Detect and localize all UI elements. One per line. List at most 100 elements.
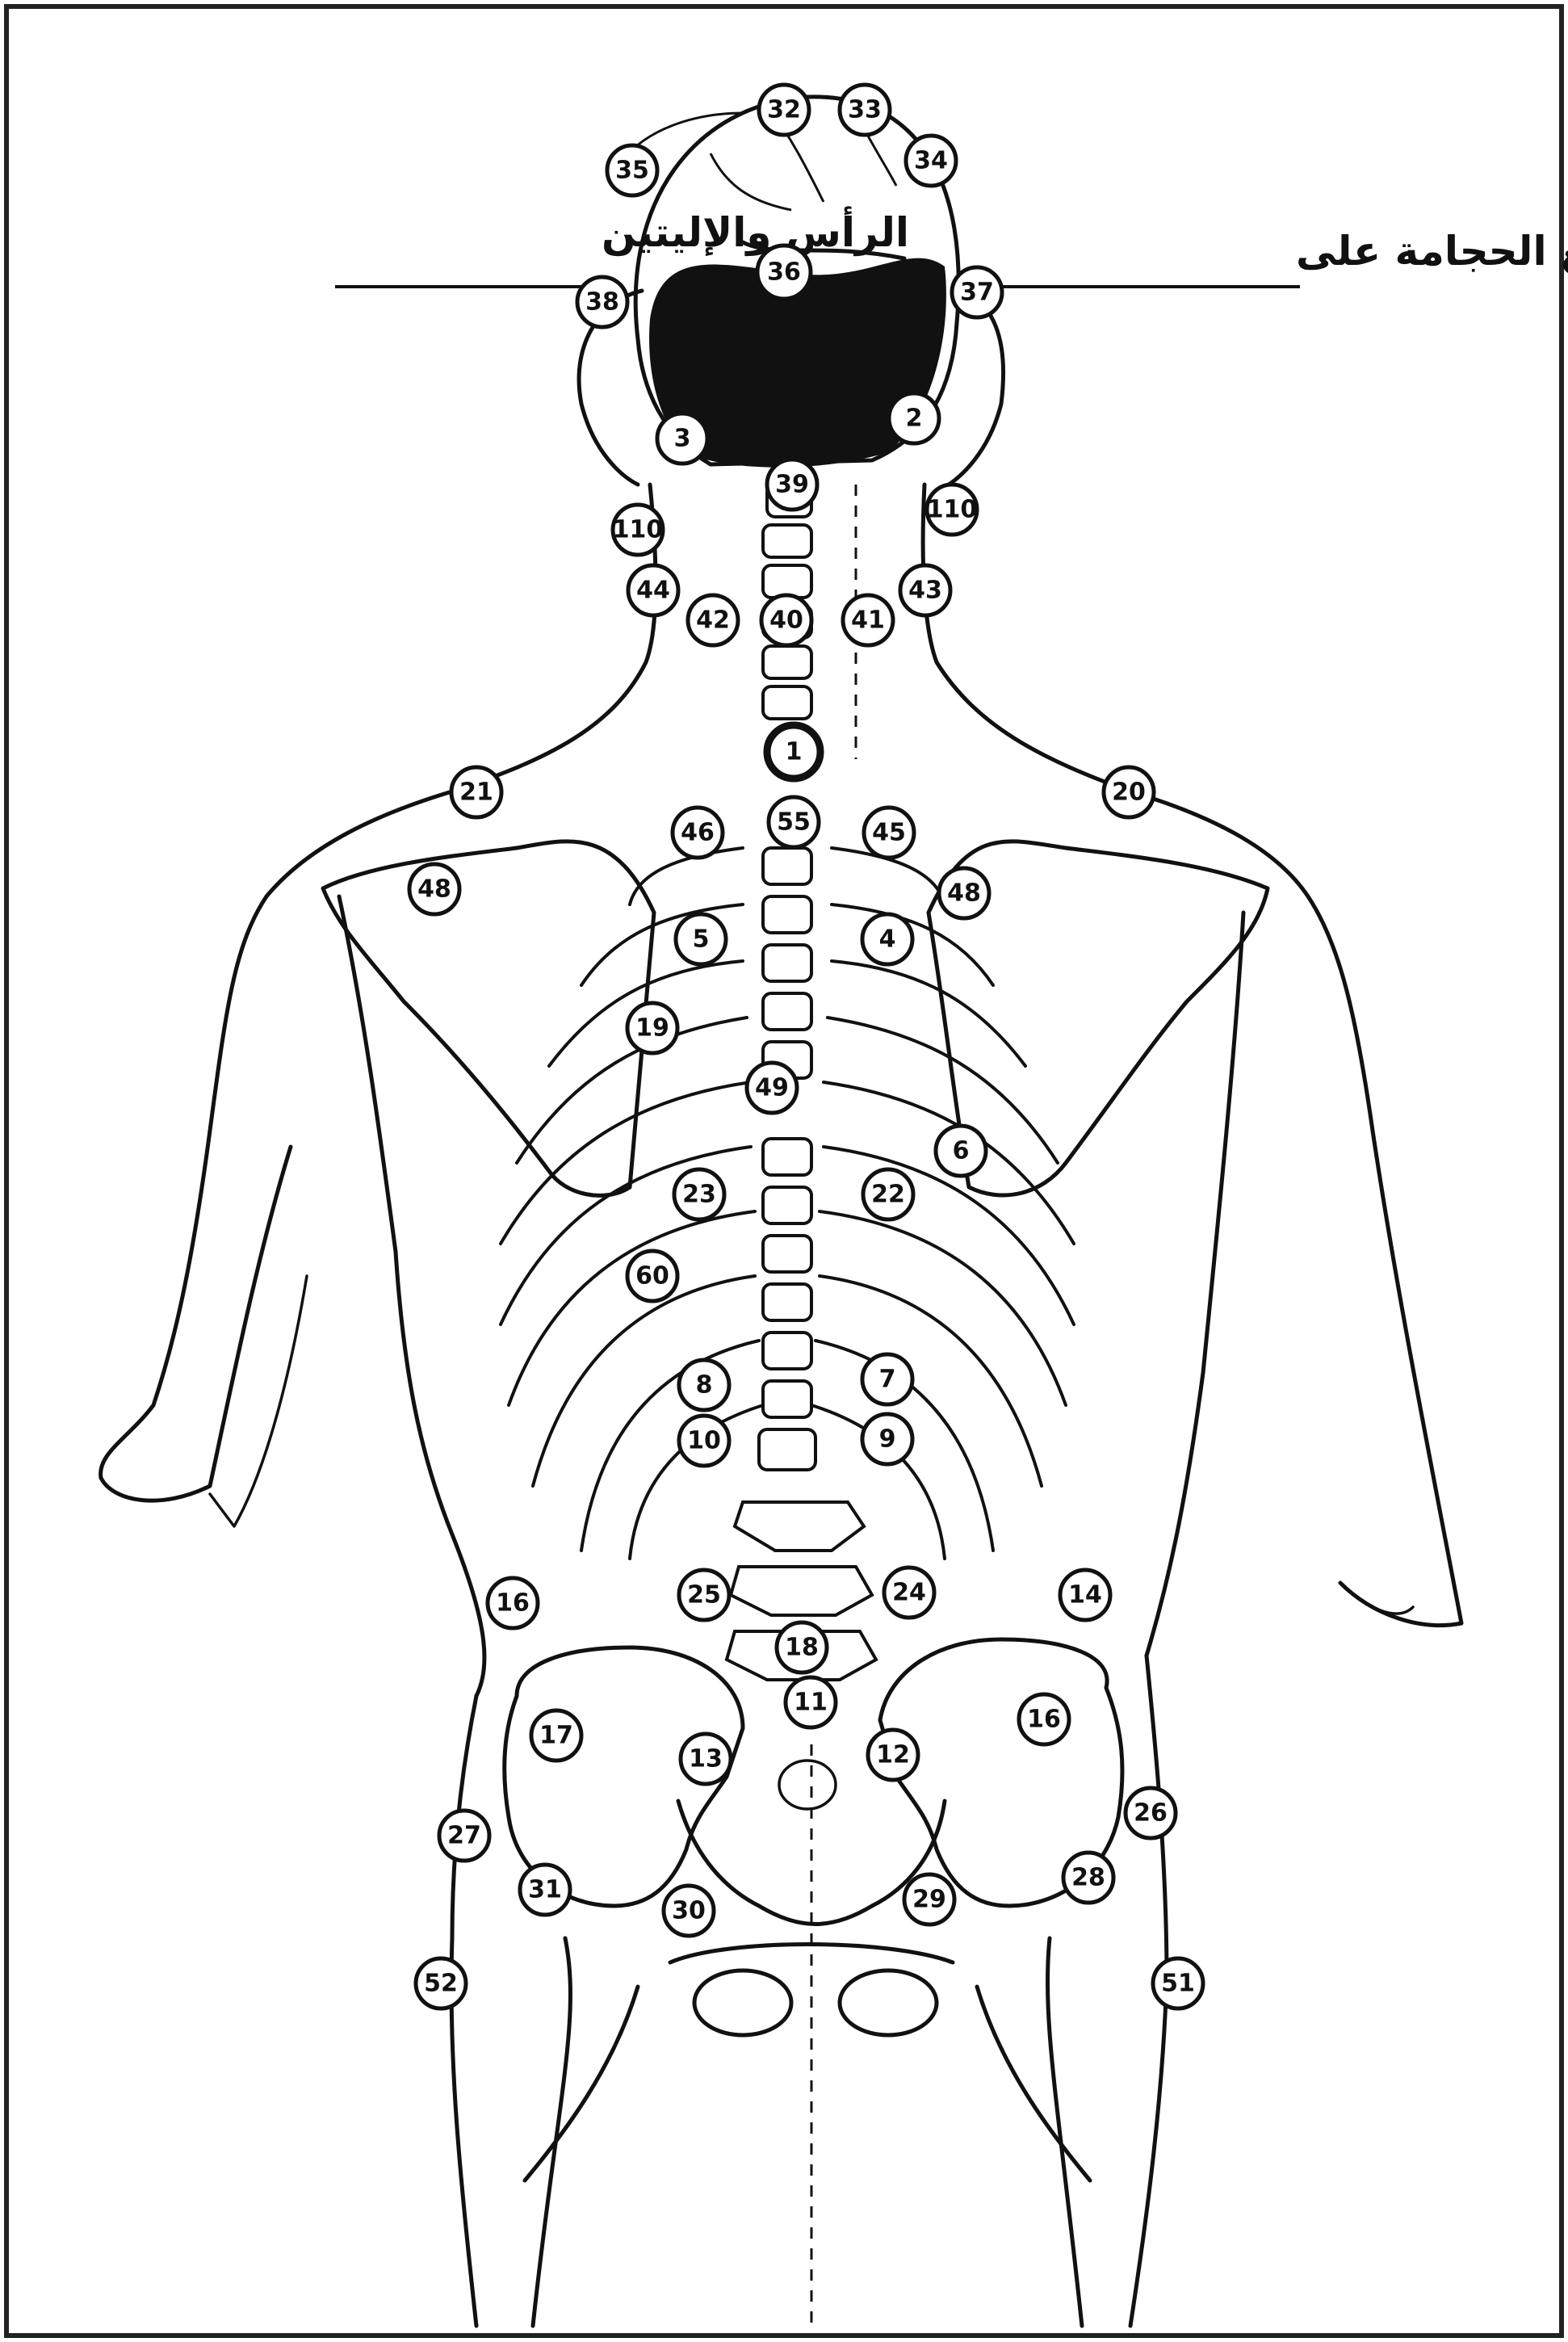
point-label-51: 51 [1161,1970,1195,1998]
point-marker-3: 3 [657,413,707,464]
point-marker-110-right: 110 [927,485,978,535]
point-label-52: 52 [424,1970,458,1998]
point-label-45: 45 [872,819,906,847]
point-marker-11: 11 [786,1677,836,1727]
point-marker-1: 1 [767,725,820,779]
point-marker-32: 32 [759,85,809,135]
point-marker-16-right: 16 [1019,1694,1069,1744]
point-marker-13: 13 [681,1734,731,1784]
point-marker-24: 24 [884,1568,934,1618]
point-label-21: 21 [459,779,493,807]
point-label-7: 7 [879,1366,896,1394]
point-label-48-left: 48 [417,875,451,904]
point-label-16-right: 16 [1027,1706,1061,1734]
point-label-8: 8 [696,1371,713,1400]
point-label-55: 55 [777,808,811,837]
point-marker-48-left: 48 [409,864,459,914]
point-label-12: 12 [876,1741,910,1769]
point-label-49: 49 [755,1074,789,1102]
point-label-17: 17 [539,1722,573,1750]
point-marker-21: 21 [451,767,501,817]
point-marker-12: 12 [868,1730,918,1780]
point-label-35: 35 [615,157,649,185]
point-label-11: 11 [794,1689,828,1717]
point-label-3: 3 [674,425,691,453]
point-label-60: 60 [635,1262,669,1291]
point-label-32: 32 [767,96,801,124]
point-label-33: 33 [848,96,882,124]
point-label-13: 13 [689,1745,723,1773]
point-marker-9: 9 [862,1414,912,1464]
point-label-27: 27 [447,1822,481,1850]
point-marker-46: 46 [673,808,723,858]
point-label-23: 23 [682,1181,716,1209]
point-marker-36: 36 [757,246,811,299]
point-label-110-left: 110 [613,516,664,544]
point-label-30: 30 [672,1897,706,1925]
point-label-18: 18 [785,1634,819,1662]
point-label-39: 39 [775,471,809,499]
point-marker-41: 41 [843,595,893,645]
point-marker-55: 55 [769,797,819,847]
point-label-2: 2 [906,405,923,433]
point-marker-39: 39 [767,460,817,510]
point-marker-17: 17 [531,1710,581,1761]
point-marker-2: 2 [889,393,939,443]
point-marker-6: 6 [936,1126,986,1176]
point-label-5: 5 [693,925,710,954]
point-marker-35: 35 [607,145,657,195]
point-label-19: 19 [635,1014,669,1043]
point-label-38: 38 [585,288,619,317]
point-marker-38: 38 [577,277,627,327]
point-label-4: 4 [879,925,896,954]
point-marker-19: 19 [627,1003,677,1053]
point-marker-27: 27 [439,1811,489,1861]
point-marker-20: 20 [1104,767,1154,817]
point-label-44: 44 [636,577,670,605]
point-marker-30: 30 [664,1886,714,1936]
point-marker-37: 37 [952,267,1002,317]
pelvis [505,1639,1122,2326]
point-marker-45: 45 [864,808,914,858]
point-marker-31: 31 [520,1865,570,1915]
point-label-40: 40 [769,606,803,635]
point-label-29: 29 [912,1886,946,1914]
point-label-48-right: 48 [947,879,981,908]
point-marker-4: 4 [862,914,912,964]
point-marker-110-left: 110 [613,505,664,555]
point-label-43: 43 [908,577,942,605]
point-marker-33: 33 [840,85,890,135]
point-marker-28: 28 [1063,1853,1113,1903]
point-marker-23: 23 [674,1169,724,1219]
point-label-46: 46 [681,819,715,847]
title-right-text: مواضع الحجامة على [1296,228,1568,275]
point-marker-14: 14 [1060,1570,1110,1620]
point-marker-5: 5 [676,914,726,964]
point-marker-34: 34 [906,136,956,186]
point-marker-18: 18 [777,1622,827,1673]
point-marker-48-right: 48 [939,868,989,918]
point-marker-29: 29 [904,1874,954,1924]
point-marker-25: 25 [679,1570,729,1620]
point-marker-10: 10 [679,1416,729,1466]
point-label-16-left: 16 [496,1589,530,1618]
point-marker-26: 26 [1126,1788,1176,1838]
point-label-28: 28 [1071,1864,1105,1892]
point-marker-7: 7 [862,1354,912,1404]
point-marker-42: 42 [688,595,738,645]
point-marker-8: 8 [679,1360,729,1410]
point-marker-60: 60 [627,1251,677,1301]
point-marker-52: 52 [416,1958,466,2008]
point-label-24: 24 [892,1579,926,1607]
point-label-25: 25 [687,1581,721,1610]
point-marker-44: 44 [628,565,678,615]
title-left-text: الرأس والإليتين [602,206,909,257]
point-label-26: 26 [1134,1799,1168,1828]
point-label-22: 22 [871,1181,905,1209]
point-label-14: 14 [1068,1581,1102,1610]
point-label-110-right: 110 [927,496,978,524]
point-marker-22: 22 [863,1169,913,1219]
point-marker-51: 51 [1153,1958,1203,2008]
